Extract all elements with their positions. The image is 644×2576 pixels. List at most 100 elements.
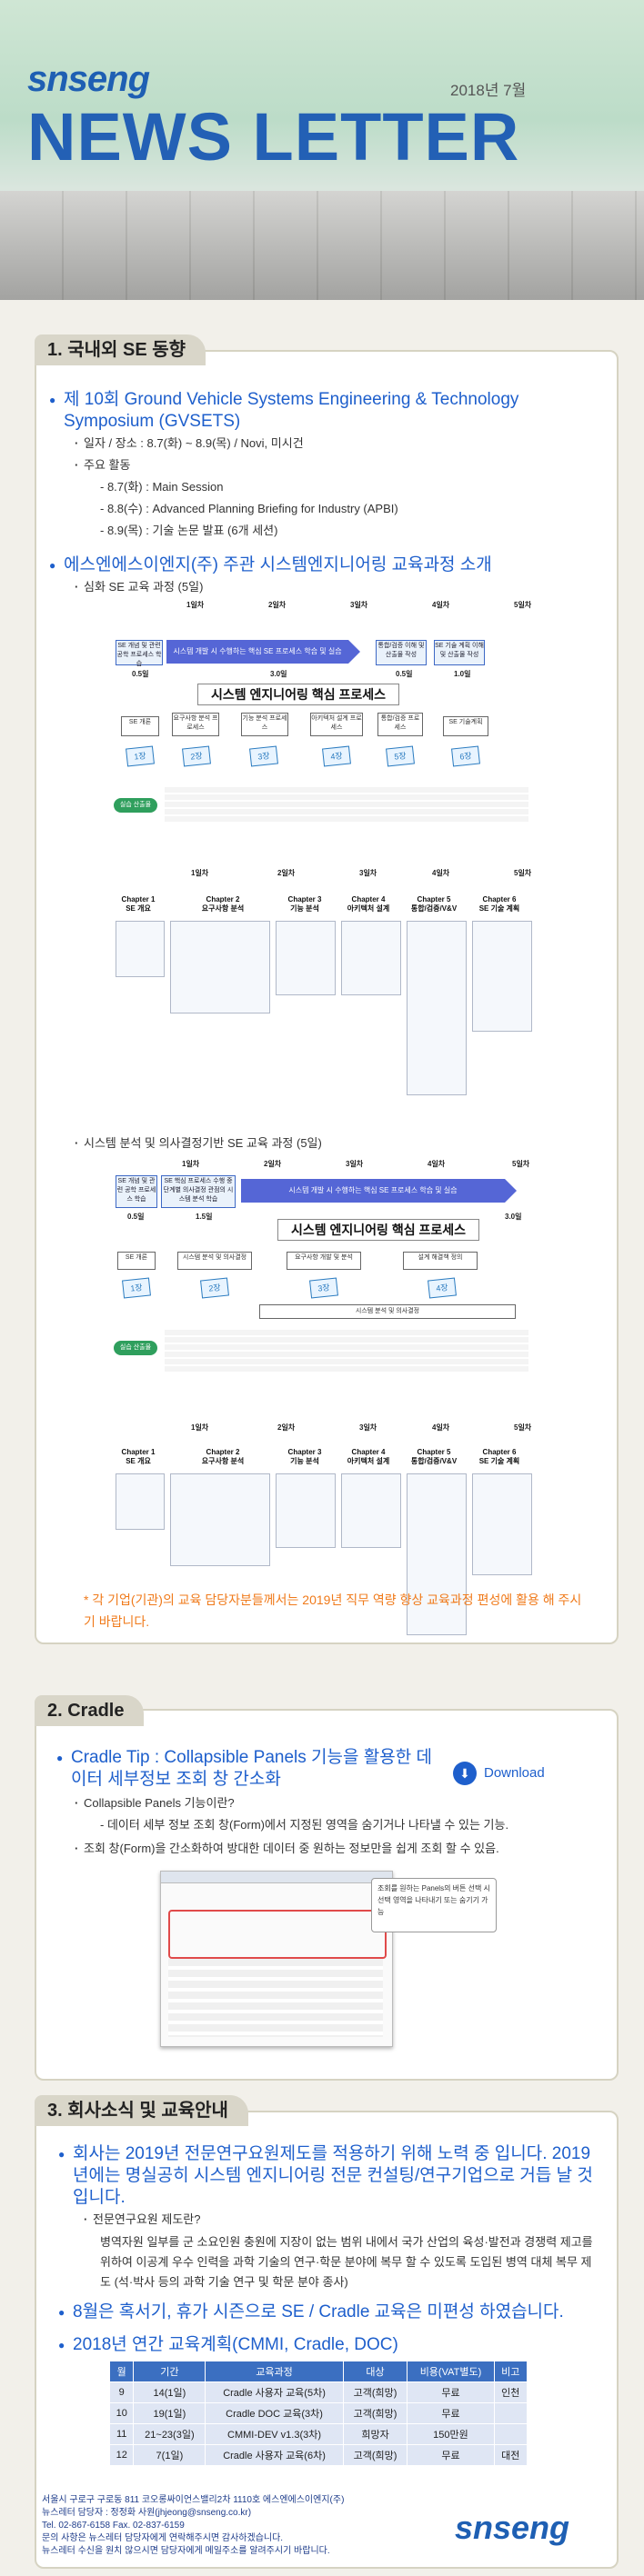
research-agent-question: 전문연구요원 제도란? (84, 2211, 201, 2228)
table-cell: 희망자 (342, 2423, 408, 2445)
table-cell: 10 (108, 2402, 135, 2424)
education-schedule-table: 월 기간 교육과정 대상 비용(VAT별도) 비고 9 14(1일) Cradl… (108, 2361, 528, 2466)
table-cell (493, 2402, 528, 2424)
chapter-chip: 2장 (182, 745, 211, 767)
chapter-column (407, 1473, 467, 1635)
chapter-title: 통합/검증/V&V (410, 1457, 458, 1465)
chapter-title: 아키텍처 설계 (347, 904, 390, 913)
duration-label: 3.0일 (270, 670, 287, 678)
footer-address: 서울시 구로구 구로동 811 코오롱싸이언스밸리2차 1110호 에스엔에스이… (42, 2495, 345, 2505)
chapter-column (407, 921, 467, 1095)
chapter-number: Chapter 3 (287, 1448, 322, 1456)
gvsets-date-place: 일자 / 장소 : 8.7(화) ~ 8.9(목) / Novi, 미시건 (75, 434, 304, 452)
advanced-course-process-diagram: 1일차 2일차 3일차 4일차 5일차 SE 개념 및 관련 공학 프로세스 학… (114, 600, 532, 827)
table-cell: 무료 (407, 2381, 495, 2403)
chapter-column (472, 1473, 532, 1575)
chapter-number: Chapter 2 (206, 895, 240, 904)
download-label: Download (484, 1765, 545, 1781)
analysis-course-label: 시스템 분석 및 의사결정기반 SE 교육 과정 (5일) (75, 1134, 322, 1152)
column-header: 비고 (493, 2361, 528, 2382)
download-button[interactable]: ⬇ Download (453, 1761, 580, 1786)
week-label: 4일차 (428, 1160, 446, 1168)
practice-output-list (165, 787, 528, 824)
advanced-course-label: 심화 SE 교육 과정 (5일) (75, 578, 203, 595)
gvsets-main-activities: 주요 활동 (75, 456, 131, 474)
table-cell: 14(1일) (133, 2381, 206, 2403)
practice-output-label: 실습 산출물 (114, 1341, 157, 1355)
research-agent-definition: 병역자원 일부를 군 소요인원 충원에 지장이 없는 범위 내에서 국가 산업의… (100, 2235, 593, 2289)
table-cell: Cradle DOC 교육(3차) (205, 2402, 344, 2424)
table-cell: 11 (108, 2423, 135, 2445)
section1-title: 1. 국내외 SE 동향 (35, 334, 206, 365)
table-cell: 인천 (493, 2381, 528, 2403)
screenshot-form-body (168, 1959, 383, 2037)
chapter-column (341, 1473, 401, 1548)
step-box: 아키텍처 설계 프로세스 (310, 713, 363, 736)
table-cell: 무료 (407, 2402, 495, 2424)
footer-info: 서울시 구로구 구로동 811 코오롱싸이언스밸리2차 1110호 에스엔에스이… (42, 2494, 442, 2558)
step-box: 요구사항 개발 및 분석 (287, 1252, 361, 1270)
week-label: 3일차 (359, 1423, 377, 1432)
table-cell: 9 (108, 2381, 135, 2403)
week-label: 2일차 (277, 1423, 296, 1432)
table-row: 9 14(1일) Cradle 사용자 교육(5차) 고객(희망) 무료 인천 (108, 2381, 528, 2403)
practice-output-list (165, 1330, 528, 1373)
week-label: 1일차 (186, 601, 205, 609)
week-label: 5일차 (514, 869, 532, 877)
core-process-box: 시스템 엔지니어링 핵심 프로세스 (197, 684, 399, 705)
week-label: 3일차 (346, 1160, 364, 1168)
wood-table-background (0, 191, 644, 300)
chapter-chip: 1장 (122, 1277, 151, 1299)
step-box: 설계 해결책 정의 (403, 1252, 478, 1270)
annual-plan-heading: 2018년 연간 교육계획(CMMI, Cradle, DOC) (58, 2334, 600, 2356)
table-cell: 고객(희망) (342, 2444, 408, 2466)
table-cell: Cradle 사용자 교육(6차) (205, 2444, 344, 2466)
chapter-title: 요구사항 분석 (201, 904, 245, 913)
gvsets-activity: - 8.7(화) : Main Session (100, 480, 224, 494)
course-heading: 에스엔에스이엔지(주) 주관 시스템엔지니어링 교육과정 소개 (49, 554, 600, 576)
table-cell: 고객(희망) (342, 2402, 408, 2424)
chapter-chip: 1장 (126, 745, 155, 767)
table-cell: CMMI-DEV v1.3(3차) (205, 2423, 344, 2445)
chapter-column (276, 921, 336, 995)
chapter-chip: 3장 (309, 1277, 338, 1299)
chapter-chip: 4장 (322, 745, 351, 767)
week-label: 2일차 (268, 601, 287, 609)
tech-plan-box: SE 기술 계획 이해 및 산출물 작성 (434, 640, 485, 665)
chapter-column (116, 1473, 165, 1530)
chapter-number: Chapter 6 (482, 1448, 517, 1456)
week-label: 4일차 (432, 1423, 450, 1432)
analysis-course-process-diagram: 1일차 2일차 3일차 4일차 5일차 SE 개념 및 관련 공학 프로세스 학… (114, 1159, 532, 1382)
chapter-title: SE 기술 계획 (478, 904, 520, 913)
column-header: 대상 (342, 2361, 408, 2382)
step-box: 요구사항 분석 프로세스 (172, 713, 219, 736)
gvsets-activity: - 8.8(수) : Advanced Planning Briefing fo… (100, 502, 398, 515)
chapter-column (170, 921, 270, 1013)
education-planning-note: * 각 기업(기관)의 교육 담당자분들께서는 2019년 직무 역량 향상 교… (84, 1593, 582, 1629)
chapter-column (170, 1473, 270, 1566)
chapter-column (472, 921, 532, 1032)
collapsible-question: Collapsible Panels 기능이란? (75, 1794, 235, 1812)
chapter-title: 통합/검증/V&V (410, 904, 458, 913)
core-process-box: 시스템 엔지니어링 핵심 프로세스 (277, 1219, 479, 1241)
chapter-number: Chapter 2 (206, 1448, 240, 1456)
section2-title: 2. Cradle (35, 1695, 145, 1726)
week-label: 2일차 (277, 869, 296, 877)
chapter-title: SE 개요 (126, 1457, 151, 1465)
integration-box: 통합/검증 이해 및 산출물 작성 (376, 640, 427, 665)
core-process-arrow: 시스템 개발 시 수행하는 핵심 SE 프로세스 학습 및 실습 (166, 640, 360, 664)
chapter-column (341, 921, 401, 995)
chapter-chip: 2장 (200, 1277, 229, 1299)
chapter-chip: 6장 (451, 745, 480, 767)
chapter-number: Chapter 1 (121, 895, 156, 904)
table-cell: 21~23(3일) (133, 2423, 206, 2445)
step-box: SE 개론 (117, 1252, 156, 1270)
summer-break-news: 8월은 혹서기, 휴가 시즌으로 SE / Cradle 교육은 미편성 하였습… (58, 2301, 600, 2323)
